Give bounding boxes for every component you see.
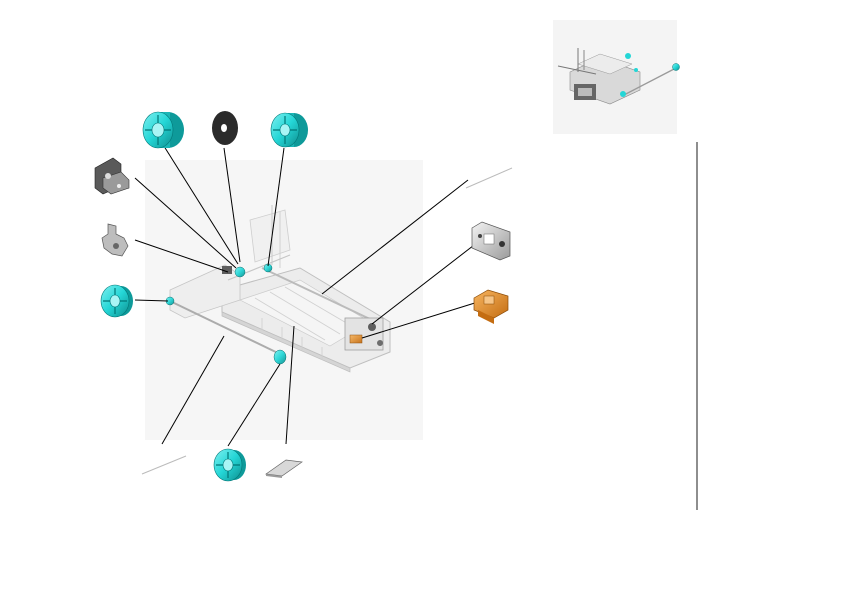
disc-icon <box>212 111 238 145</box>
roller-icon <box>100 284 133 318</box>
overview-thumbnail <box>553 20 680 134</box>
sensor-icon <box>473 289 509 324</box>
reference-line-right <box>465 167 513 189</box>
roller-icon <box>270 112 308 148</box>
roller-icon <box>142 111 184 149</box>
hook-bracket-icon <box>101 223 129 257</box>
bracket-icon <box>471 221 511 261</box>
bracket-icon <box>94 157 130 195</box>
leader-lines <box>134 142 479 447</box>
pad-icon <box>265 459 303 478</box>
main-assembly <box>165 205 391 373</box>
reference-line-bottom <box>141 455 187 475</box>
roller-icon <box>213 448 246 482</box>
